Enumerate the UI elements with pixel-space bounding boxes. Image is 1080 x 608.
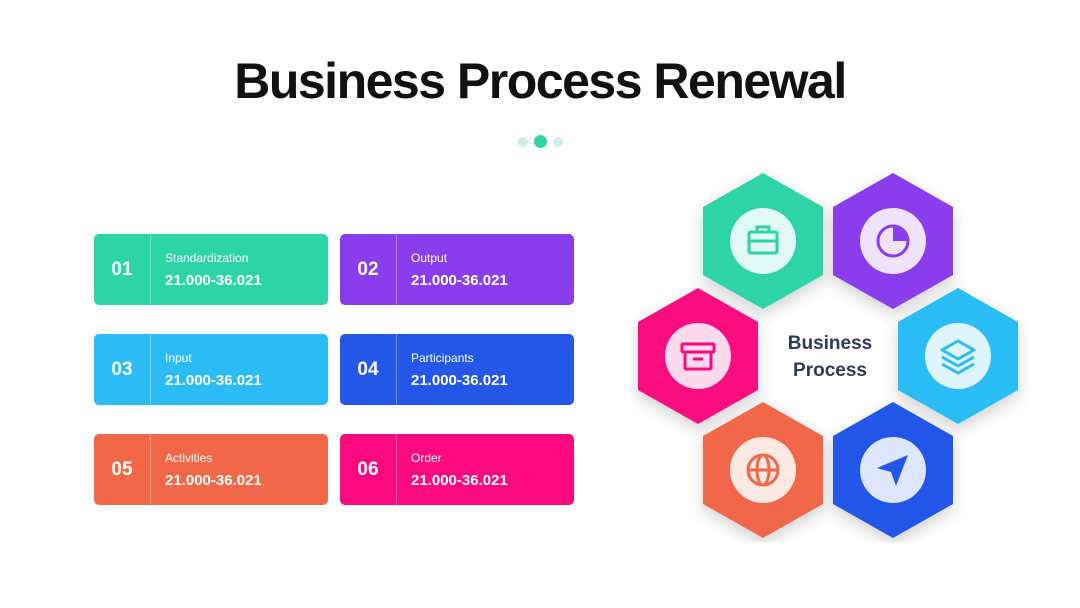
hex-send[interactable]	[833, 402, 953, 538]
step-number: 02	[340, 234, 397, 305]
step-number: 04	[340, 334, 397, 405]
step-value: 21.000-36.021	[411, 271, 508, 289]
hex-diagram-svg	[638, 173, 1018, 538]
step-label: Standardization	[165, 250, 249, 265]
pagination-dot[interactable]	[552, 136, 563, 147]
step-number: 01	[94, 234, 151, 305]
business-process-hex-diagram: Business Process	[630, 170, 1030, 542]
step-value: 21.000-36.021	[165, 371, 262, 389]
step-number: 03	[94, 334, 151, 405]
pagination-dot[interactable]	[517, 136, 528, 147]
step-value: 21.000-36.021	[165, 271, 262, 289]
hex-archive[interactable]	[638, 288, 758, 424]
hex-briefcase[interactable]	[703, 173, 823, 309]
center-label-line1: Business	[787, 333, 873, 354]
step-card-06: 06 Order 21.000-36.021	[340, 434, 574, 505]
pagination-dot-active[interactable]	[533, 135, 547, 148]
step-label: Output	[411, 250, 448, 265]
step-card-03: 03 Input 21.000-36.021	[94, 334, 328, 405]
layers-icon	[940, 339, 976, 375]
step-label: Activities	[165, 450, 213, 465]
page-title: Business Process Renewal	[234, 53, 847, 109]
send-icon	[877, 455, 908, 486]
briefcase-icon	[747, 225, 779, 255]
pie-chart-icon	[876, 224, 910, 258]
step-value: 21.000-36.021	[165, 471, 262, 489]
globe-icon	[746, 453, 780, 487]
step-card-02: 02 Output 21.000-36.021	[340, 234, 574, 305]
hex-globe[interactable]	[703, 402, 823, 538]
step-card-01: 01 Standardization 21.000-36.021	[94, 234, 328, 305]
center-label: Business Process	[778, 330, 882, 384]
step-label: Participants	[411, 350, 474, 365]
center-label-line2: Process	[793, 360, 867, 381]
pagination-dots	[0, 135, 1080, 148]
step-card-04: 04 Participants 21.000-36.021	[340, 334, 574, 405]
step-value: 21.000-36.021	[411, 471, 508, 489]
step-label: Input	[165, 350, 192, 365]
hex-pie-chart[interactable]	[833, 173, 953, 309]
step-label: Order	[411, 450, 442, 465]
step-value: 21.000-36.021	[411, 371, 508, 389]
archive-icon	[680, 342, 716, 371]
step-number: 06	[340, 434, 397, 505]
hex-layers[interactable]	[898, 288, 1018, 424]
step-card-05: 05 Activities 21.000-36.021	[94, 434, 328, 505]
step-number: 05	[94, 434, 151, 505]
